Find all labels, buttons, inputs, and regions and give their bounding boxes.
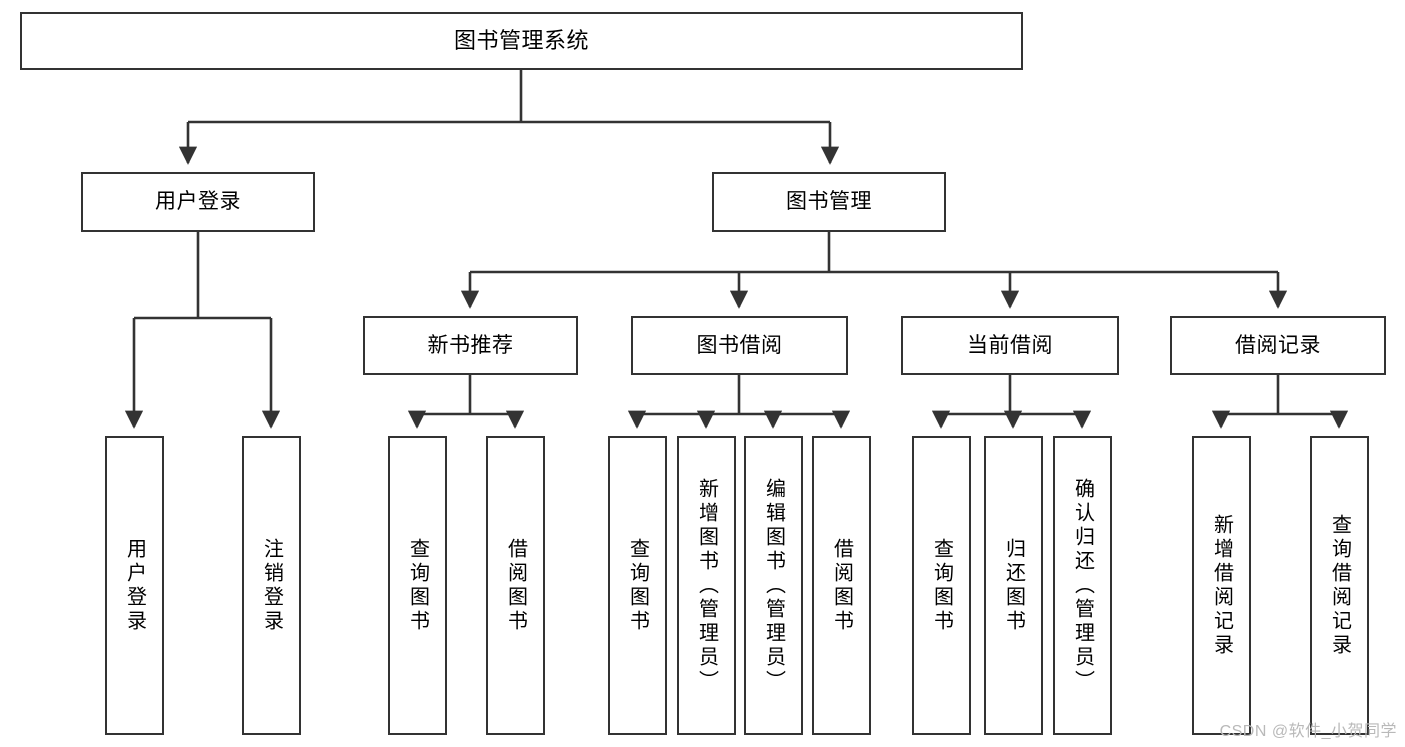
node-label: 图书借阅 xyxy=(696,333,783,357)
node-label: 编辑图书（管理员） xyxy=(762,477,785,694)
node-leaf-3[interactable]: 借阅图书 xyxy=(486,436,545,735)
node-leaf-7[interactable]: 借阅图书 xyxy=(812,436,871,735)
node-label: 借阅记录 xyxy=(1235,333,1321,357)
node-level3-2[interactable]: 当前借阅 xyxy=(901,316,1119,375)
node-label: 新增图书（管理员） xyxy=(695,477,718,694)
node-leaf-10[interactable]: 确认归还（管理员） xyxy=(1053,436,1112,735)
node-leaf-11[interactable]: 新增借阅记录 xyxy=(1192,436,1251,735)
node-label: 注销登录 xyxy=(260,537,283,634)
node-leaf-12[interactable]: 查询借阅记录 xyxy=(1310,436,1369,735)
node-label: 查询借阅记录 xyxy=(1328,513,1351,658)
node-label: 借阅图书 xyxy=(830,537,853,634)
node-label: 用户登录 xyxy=(123,537,146,634)
node-level2-0[interactable]: 用户登录 xyxy=(81,172,315,232)
node-label: 新书推荐 xyxy=(427,333,514,357)
node-leaf-6[interactable]: 编辑图书（管理员） xyxy=(744,436,803,735)
node-leaf-8[interactable]: 查询图书 xyxy=(912,436,971,735)
node-label: 查询图书 xyxy=(626,537,649,634)
node-leaf-2[interactable]: 查询图书 xyxy=(388,436,447,735)
node-root-0[interactable]: 图书管理系统 xyxy=(20,12,1023,70)
node-leaf-0[interactable]: 用户登录 xyxy=(105,436,164,735)
node-leaf-4[interactable]: 查询图书 xyxy=(608,436,667,735)
node-leaf-5[interactable]: 新增图书（管理员） xyxy=(677,436,736,735)
node-leaf-9[interactable]: 归还图书 xyxy=(984,436,1043,735)
node-label: 新增借阅记录 xyxy=(1210,513,1233,658)
node-label: 确认归还（管理员） xyxy=(1071,477,1094,694)
node-label: 查询图书 xyxy=(406,537,429,634)
node-leaf-1[interactable]: 注销登录 xyxy=(242,436,301,735)
node-label: 图书管理系统 xyxy=(453,27,589,53)
node-label: 借阅图书 xyxy=(504,537,527,634)
node-label: 用户登录 xyxy=(155,190,241,214)
node-label: 归还图书 xyxy=(1002,537,1025,634)
node-label: 查询图书 xyxy=(930,537,953,634)
node-level3-0[interactable]: 新书推荐 xyxy=(363,316,578,375)
node-label: 当前借阅 xyxy=(967,333,1053,357)
node-level2-1[interactable]: 图书管理 xyxy=(712,172,946,232)
connector-lines xyxy=(124,70,1349,429)
node-level3-3[interactable]: 借阅记录 xyxy=(1170,316,1386,375)
node-label: 图书管理 xyxy=(786,190,872,214)
node-level3-1[interactable]: 图书借阅 xyxy=(631,316,848,375)
